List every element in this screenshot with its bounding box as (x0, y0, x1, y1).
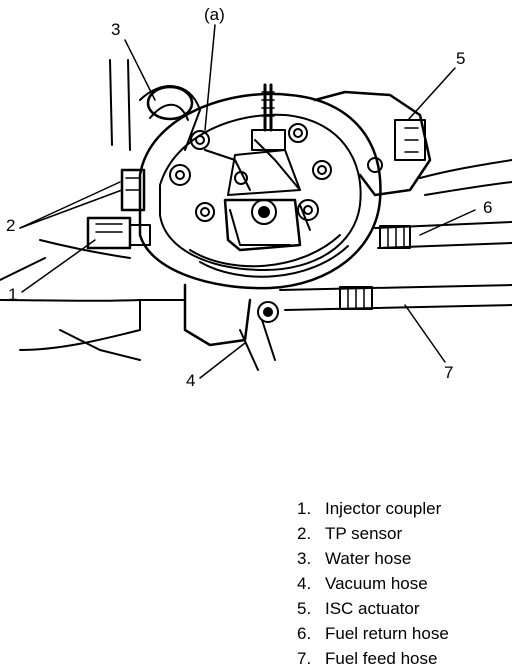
lower-body (183, 283, 279, 371)
fuel-return-hose (374, 221, 512, 249)
flange-bolts (169, 123, 332, 222)
water-hose (109, 59, 201, 151)
throttle-body-illustration (0, 24, 512, 379)
callout-7: 7 (444, 363, 454, 382)
legend-number: 6. (297, 624, 312, 643)
legend-number: 3. (297, 549, 312, 568)
legend-number: 7. (297, 649, 312, 668)
legend-label: Fuel feed hose (325, 649, 438, 668)
left-manifold (0, 239, 186, 361)
legend-label: Fuel return hose (325, 624, 449, 643)
legend-label: Vacuum hose (325, 574, 428, 593)
legend-item-isc-actuator: 5. ISC actuator (297, 596, 507, 621)
callout-4: 4 (186, 371, 196, 390)
throttle-body-flange (138, 92, 382, 290)
callout-2: 2 (6, 216, 16, 235)
callout-a: (a) (204, 5, 225, 24)
center-stud (251, 83, 286, 151)
legend-label: ISC actuator (325, 599, 420, 618)
injector-coupler-shape (86, 216, 151, 250)
parts-legend: 1. Injector coupler 2. TP sensor 3. Wate… (297, 496, 507, 671)
legend-item-water-hose: 3. Water hose (297, 546, 507, 571)
callout-6: 6 (483, 198, 493, 217)
callout-1: 1 (8, 285, 18, 304)
injector-housing (223, 149, 302, 252)
callout-3: 3 (111, 20, 121, 39)
legend-number: 1. (297, 499, 312, 518)
callout-5: 5 (456, 49, 466, 68)
legend-item-tp-sensor: 2. TP sensor (297, 521, 507, 546)
legend-label: Injector coupler (325, 499, 442, 518)
isc-actuator (313, 90, 432, 197)
legend-label: Water hose (325, 549, 412, 568)
legend-number: 4. (297, 574, 312, 593)
legend-label: TP sensor (325, 524, 403, 543)
legend-number: 5. (297, 599, 312, 618)
legend-item-injector-coupler: 1. Injector coupler (297, 496, 507, 521)
legend-item-vacuum-hose: 4. Vacuum hose (297, 571, 507, 596)
legend-item-fuel-return-hose: 6. Fuel return hose (297, 621, 507, 646)
leader-lines (19, 24, 476, 379)
upper-right-hoses (419, 159, 512, 196)
legend-item-fuel-feed-hose: 7. Fuel feed hose (297, 646, 507, 671)
fuel-feed-hose (279, 284, 512, 311)
legend-number: 2. (297, 524, 312, 543)
